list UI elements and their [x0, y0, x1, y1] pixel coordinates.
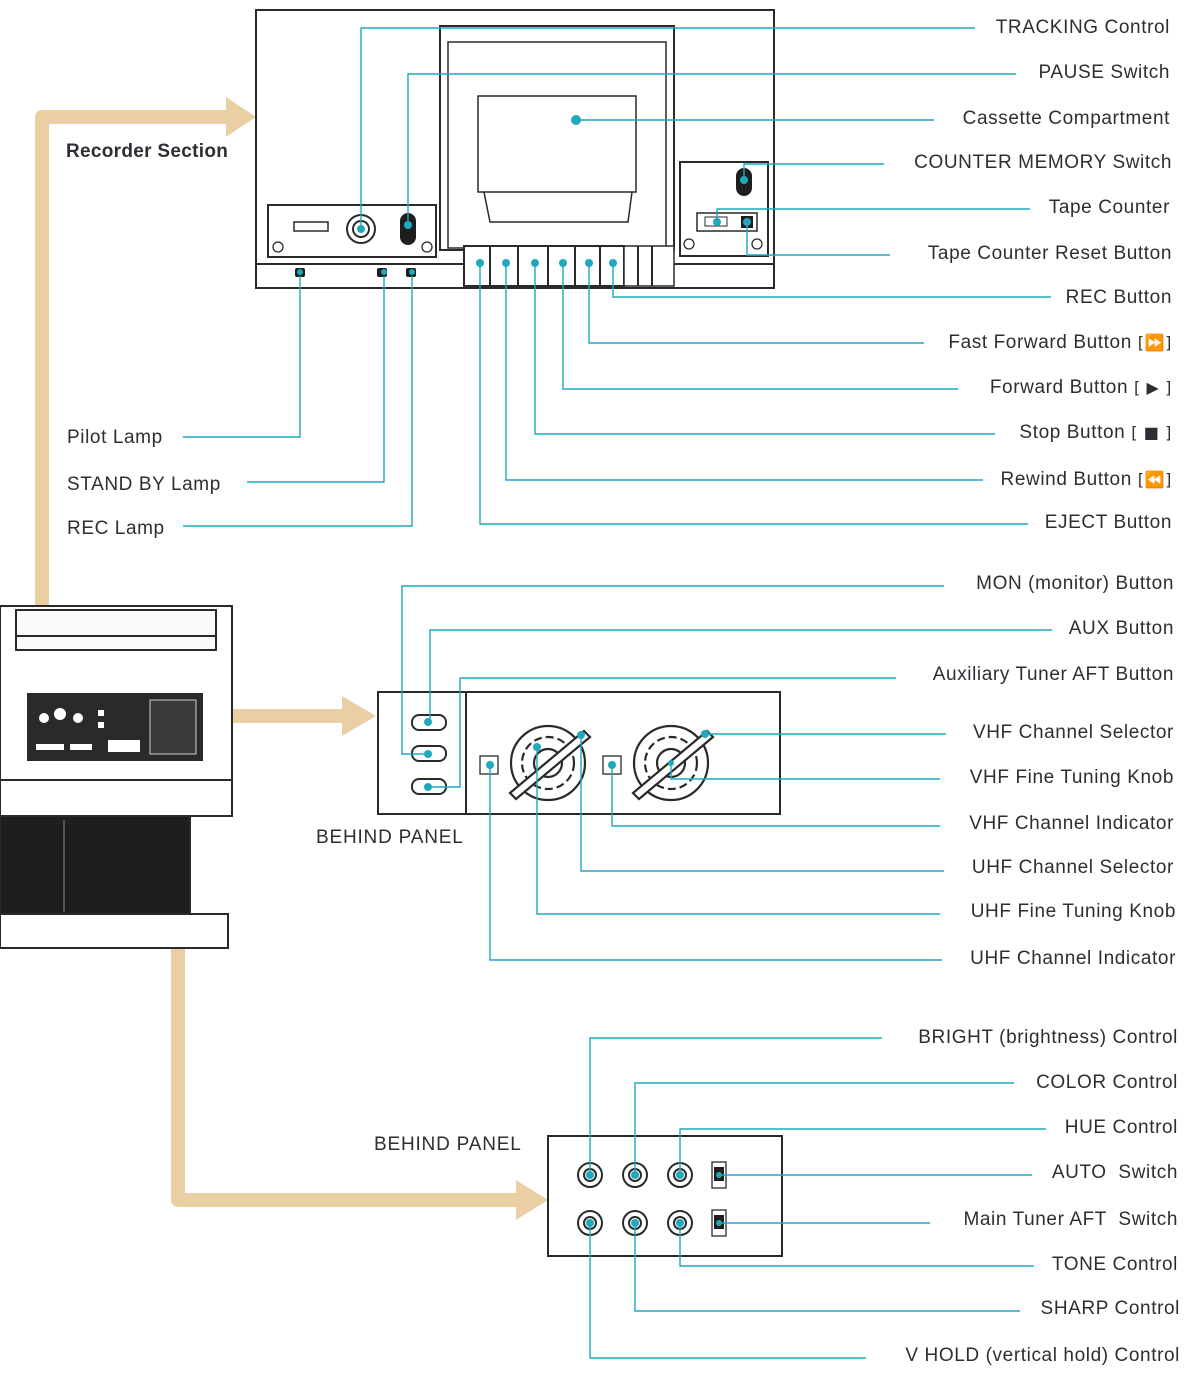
leader-standby: [247, 276, 385, 483]
uhf-selector-bar: [508, 729, 592, 801]
label-counter-reset: Tape Counter Reset Button: [927, 243, 1172, 264]
recorder-section-title: Recorder Section: [66, 141, 229, 162]
label-aux: AUX Button: [1068, 618, 1174, 639]
leader-hue: [679, 1128, 1046, 1175]
stop-icon: [ ■ ]: [1131, 423, 1172, 442]
leader-vhold: [589, 1223, 866, 1359]
leader-eject: [479, 263, 1028, 525]
cassette-window: [477, 95, 637, 193]
label-sharp: SHARP Control: [1040, 1298, 1180, 1319]
picture-panel: [547, 1135, 783, 1257]
cabinet-inner: [15, 609, 217, 651]
cabinet-panel-details: [36, 708, 140, 752]
leader-tape-counter: [716, 208, 1030, 222]
label-forward: Forward Button [ ▶ ]: [989, 377, 1172, 398]
leader-reset: [746, 222, 890, 256]
label-tape-counter: Tape Counter: [1048, 197, 1170, 218]
label-cassette: Cassette Compartment: [962, 108, 1170, 129]
label-tone: TONE Control: [1051, 1254, 1178, 1275]
label-vhf-selector: VHF Channel Selector: [972, 722, 1174, 743]
label-counter-memory: COUNTER MEMORY Switch: [914, 152, 1172, 173]
label-hue: HUE Control: [1064, 1117, 1178, 1138]
leader-counter-memory: [743, 163, 884, 180]
label-main-aft: Main Tuner AFT Switch: [963, 1209, 1178, 1230]
label-rec-button: REC Button: [1065, 287, 1172, 308]
label-bright: BRIGHT (brightness) Control: [918, 1027, 1178, 1048]
arrow-to-recorder: [35, 110, 232, 620]
tv-cabinet: [0, 605, 233, 949]
label-aux-aft: Auxiliary Tuner AFT Button: [932, 664, 1174, 685]
leader-uhf-fine: [536, 747, 940, 915]
label-fast-forward: Fast Forward Button [⏩]: [948, 332, 1172, 353]
label-eject: EJECT Button: [1044, 512, 1172, 533]
label-stop: Stop Button [ ■ ]: [1019, 422, 1172, 443]
arrowhead-picture: [516, 1180, 548, 1220]
rewind-icon: [⏪]: [1137, 470, 1172, 489]
arrowhead-recorder: [226, 97, 256, 137]
leader-forward: [562, 263, 958, 390]
label-uhf-indicator: UHF Channel Indicator: [970, 948, 1176, 969]
label-vhf-indicator: VHF Channel Indicator: [969, 813, 1174, 834]
leader-stop: [534, 263, 995, 435]
leader-uhf-selector: [580, 735, 944, 872]
label-auto: AUTO Switch: [1051, 1162, 1178, 1183]
cabinet-shelf: [0, 913, 229, 949]
picture-panel-caption: BEHIND PANEL: [374, 1134, 522, 1155]
label-uhf-selector: UHF Channel Selector: [971, 857, 1174, 878]
leader-uhf-indicator: [489, 765, 942, 961]
label-vhold: V HOLD (vertical hold) Control: [905, 1345, 1180, 1366]
leader-color: [634, 1082, 1014, 1175]
leader-aux-aft: [428, 677, 896, 788]
leader-bright: [589, 1037, 882, 1175]
leader-dots: [297, 115, 751, 1227]
tuner-panel-caption: BEHIND PANEL: [316, 827, 464, 848]
arrowhead-tuner: [342, 696, 376, 736]
leader-tone: [679, 1223, 1034, 1267]
cabinet-base: [0, 815, 191, 915]
leader-fast-forward: [588, 263, 924, 344]
label-tracking: TRACKING Control: [995, 17, 1170, 38]
recorder-unit: [255, 9, 775, 289]
leader-sharp: [634, 1223, 1020, 1312]
label-standby-lamp: STAND BY Lamp: [67, 474, 221, 495]
picture-panel-frame: [547, 1135, 783, 1257]
label-mon: MON (monitor) Button: [976, 573, 1174, 594]
leader-pause: [407, 73, 1016, 225]
leader-vhf-fine: [670, 763, 940, 780]
label-color: COLOR Control: [1036, 1072, 1178, 1093]
leader-rec-lamp: [183, 276, 413, 527]
leader-tracking: [360, 27, 975, 229]
label-rec-lamp: REC Lamp: [67, 518, 165, 539]
label-rewind: Rewind Button [⏪]: [1000, 469, 1172, 490]
label-pilot-lamp: Pilot Lamp: [67, 427, 163, 448]
leader-mon: [401, 585, 944, 755]
leader-pilot: [183, 276, 301, 438]
leader-vhf-indicator: [611, 765, 940, 827]
play-icon: [ ▶ ]: [1134, 378, 1172, 397]
label-vhf-fine: VHF Fine Tuning Knob: [969, 767, 1174, 788]
leader-rewind: [505, 263, 983, 481]
label-uhf-fine: UHF Fine Tuning Knob: [970, 901, 1176, 922]
label-pause: PAUSE Switch: [1038, 62, 1170, 83]
fast-forward-icon: [⏩]: [1137, 333, 1172, 352]
leader-rec-button: [612, 263, 1051, 298]
